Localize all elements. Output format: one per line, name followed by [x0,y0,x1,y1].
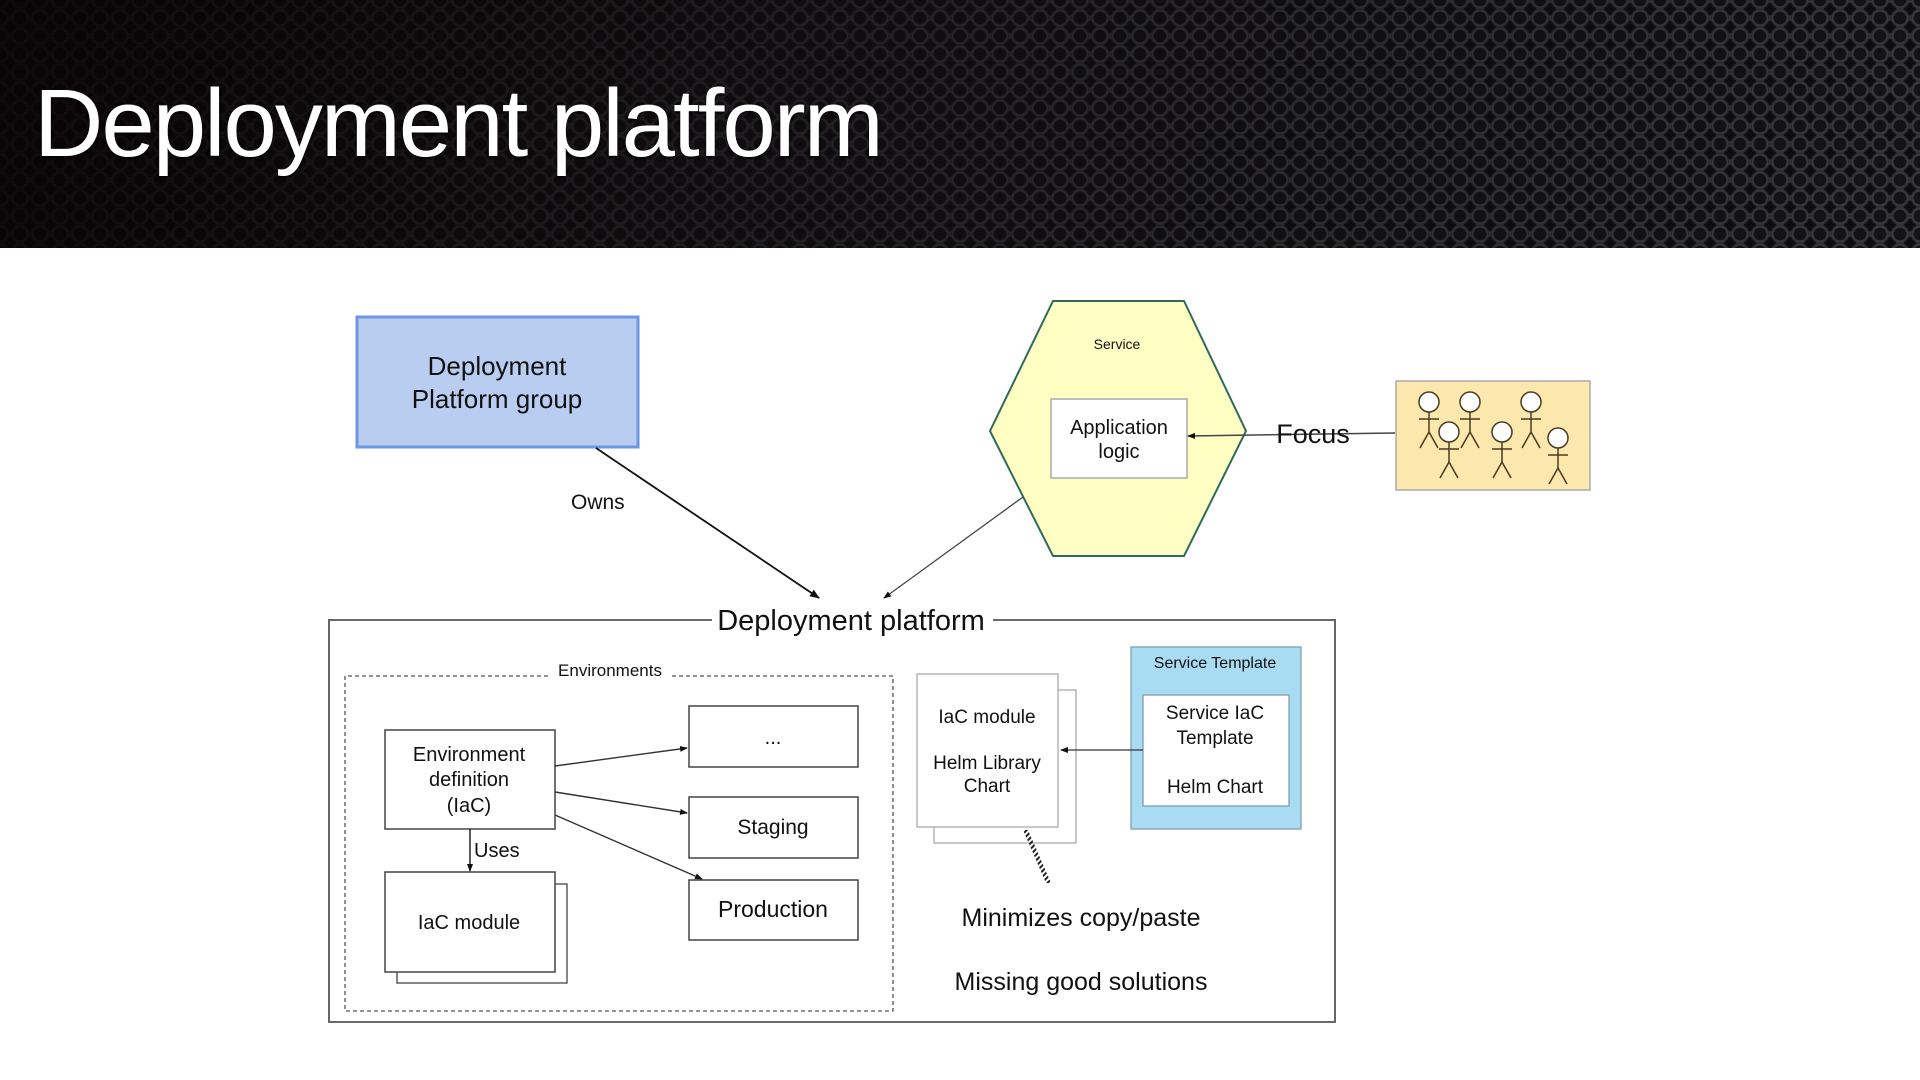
app-logic-box [1050,398,1188,479]
note-minimizes-copy-paste: Minimizes copy/paste [962,904,1201,932]
service-template-inner-line3: Helm Chart [1167,777,1264,798]
person-icon [1459,391,1481,449]
service-template-title: Service Template [1154,655,1277,672]
env-def-line2: definition [429,769,509,791]
service-label: Service [1094,336,1141,352]
environments-label: Environments [558,661,662,680]
platform-group-line2: Platform group [412,384,583,414]
shared-module-line1: IaC module [938,707,1035,728]
env-target-other: ... [688,705,859,768]
owns-arrow [595,447,820,599]
shared-module-line2: Helm Library [933,753,1041,774]
uses-label: Uses [474,840,520,862]
person-icon [1438,421,1460,479]
person-icon [1520,391,1542,449]
env-def-line1: Environment [413,744,526,766]
slide-title: Deployment platform [34,70,884,177]
note-missing-solutions: Missing good solutions [955,968,1208,996]
env-target-staging: Staging [688,796,859,859]
env-target-staging-label: Staging [737,816,808,839]
env-target-production: Production [688,879,859,941]
env-target-other-label: ... [765,727,782,749]
env-def-line3: (IaC) [447,795,491,817]
app-logic-line1: Application [1070,417,1168,439]
app-logic-line2: logic [1098,441,1139,463]
team-box [1395,380,1591,491]
environments-group: Environments [344,661,894,1012]
platform-group-line1: Deployment [428,351,568,381]
hatched-connector [1023,830,1051,883]
env-arrow-production [554,814,703,880]
deployment-platform-box: Deployment platform [328,605,1336,1023]
deployment-platform-title: Deployment platform [717,605,985,637]
focus-arrow [1187,432,1396,439]
focus-label: Focus [1276,419,1350,449]
environment-definition-box: Environment definition (IaC) [384,729,556,830]
shared-module-stack: IaC module Helm Library Chart [916,673,1077,844]
iac-module-stack: IaC module [384,871,568,984]
slide-header: Deployment platform [0,0,1920,248]
header-shade [0,0,1920,248]
owns-label: Owns [571,491,625,514]
env-arrow-other [554,745,688,767]
service-to-platform-arrow [883,496,1024,599]
person-icon [1418,391,1440,449]
platform-group-box: Deployment Platform group [355,315,640,449]
person-icon [1547,427,1569,485]
service-template-inner-line1: Service IaC [1166,703,1264,724]
service-template-inner-line2: Template [1176,728,1253,749]
env-target-production-label: Production [718,896,828,922]
service-hexagon: Service Application logic [988,300,1248,557]
iac-module-label: IaC module [418,912,520,934]
person-icon [1491,421,1513,479]
shared-module-line3: Chart [964,776,1011,797]
service-template-box: Service Template Service IaC Template He… [1130,646,1302,830]
env-arrow-staging [554,791,688,815]
